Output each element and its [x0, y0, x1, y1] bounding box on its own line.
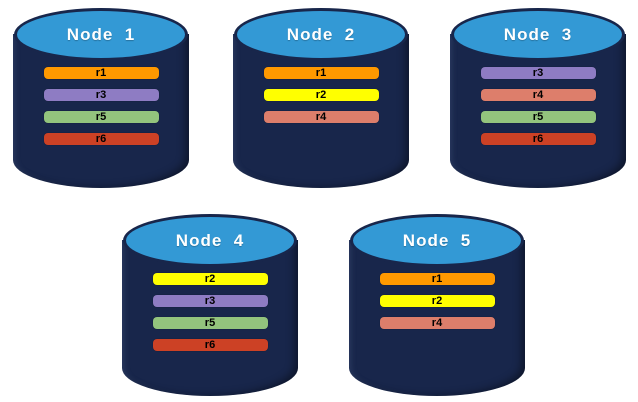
- node-3-label: Node 3: [503, 24, 573, 44]
- replica-bar-r2: r2: [152, 273, 268, 285]
- node-3-cylinder-top: Node 3: [451, 8, 625, 61]
- replica-bar-r6: r6: [152, 339, 268, 351]
- node-2-cylinder-top: Node 2: [234, 8, 408, 61]
- node-1-replica-list: r1 r3 r5 r6: [13, 67, 189, 145]
- node-3-replica-list: r3 r4 r5 r6: [450, 67, 626, 145]
- node-4-cylinder: Node 4 r2 r3 r5 r6: [122, 214, 298, 396]
- node-4-replica-list: r2 r3 r5 r6: [122, 273, 298, 351]
- replica-bar-r3: r3: [43, 89, 159, 101]
- node-2-replica-list: r1 r2 r4: [233, 67, 409, 123]
- node-1-cylinder-top: Node 1: [14, 8, 188, 61]
- replica-bar-r5: r5: [480, 111, 596, 123]
- replica-bar-r4: r4: [263, 111, 379, 123]
- node-2-label: Node 2: [286, 24, 356, 44]
- node-3-cylinder: Node 3 r3 r4 r5 r6: [450, 8, 626, 188]
- node-1-cylinder: Node 1 r1 r3 r5 r6: [13, 8, 189, 188]
- replica-bar-r1: r1: [379, 273, 495, 285]
- replica-bar-r4: r4: [379, 317, 495, 329]
- replica-bar-r4: r4: [480, 89, 596, 101]
- replica-bar-r5: r5: [152, 317, 268, 329]
- node-5-replica-list: r1 r2 r4: [349, 273, 525, 329]
- node-1-label: Node 1: [66, 24, 136, 44]
- replica-bar-r3: r3: [152, 295, 268, 307]
- node-5-cylinder: Node 5 r1 r2 r4: [349, 214, 525, 396]
- node-4-label: Node 4: [175, 230, 245, 250]
- node-4-cylinder-top: Node 4: [123, 214, 297, 267]
- replica-bar-r6: r6: [480, 133, 596, 145]
- replica-bar-r6: r6: [43, 133, 159, 145]
- replica-bar-r5: r5: [43, 111, 159, 123]
- replica-bar-r1: r1: [43, 67, 159, 79]
- node-2-cylinder: Node 2 r1 r2 r4: [233, 8, 409, 188]
- replica-bar-r2: r2: [379, 295, 495, 307]
- replica-bar-r2: r2: [263, 89, 379, 101]
- node-5-label: Node 5: [402, 230, 472, 250]
- node-5-cylinder-top: Node 5: [350, 214, 524, 267]
- replica-bar-r3: r3: [480, 67, 596, 79]
- replica-bar-r1: r1: [263, 67, 379, 79]
